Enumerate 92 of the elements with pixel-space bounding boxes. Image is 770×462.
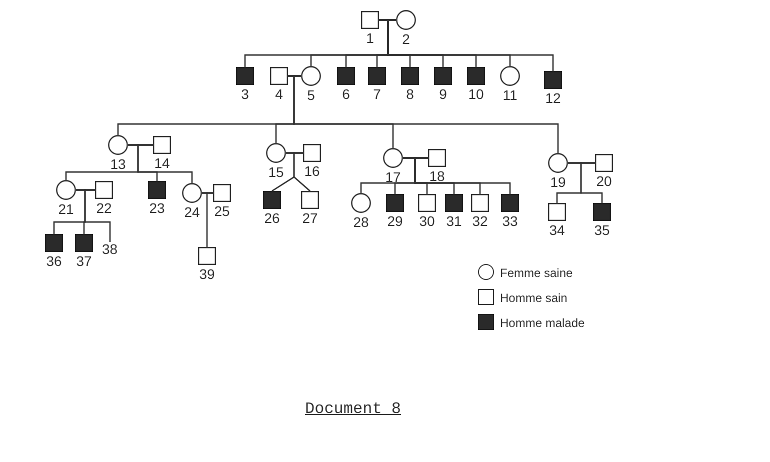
affected-male-symbol <box>501 194 519 212</box>
descent-line <box>293 152 310 192</box>
male-symbol <box>301 191 319 209</box>
person-number: 1 <box>366 31 374 46</box>
person-number: 24 <box>184 205 200 220</box>
person-number: 20 <box>596 174 612 189</box>
person-number: 26 <box>264 211 280 226</box>
person-number: 21 <box>58 202 74 217</box>
affected-male-symbol <box>236 67 254 85</box>
marriage-line <box>202 192 213 194</box>
marriage-line <box>288 75 301 77</box>
affected-male-symbol <box>368 67 386 85</box>
affected-male-symbol <box>75 234 93 252</box>
person-number: 3 <box>241 87 249 102</box>
marriage-line <box>568 162 595 164</box>
affected-male-symbol <box>45 234 63 252</box>
male-symbol <box>153 136 171 154</box>
caption: Document 8 <box>305 400 402 418</box>
affected-male-symbol <box>263 191 281 209</box>
person-number: 18 <box>429 169 445 184</box>
male-symbol <box>303 144 321 162</box>
affected-male-symbol <box>467 67 485 85</box>
person-number: 34 <box>549 223 565 238</box>
male-symbol <box>428 149 446 167</box>
female-symbol <box>351 193 371 213</box>
male-symbol <box>595 154 613 172</box>
male-symbol <box>361 11 379 29</box>
person-number: 9 <box>439 87 447 102</box>
marriage-line <box>379 19 396 21</box>
person-number: 13 <box>110 157 126 172</box>
person-number: 12 <box>545 91 561 106</box>
affected-male-symbol <box>337 67 355 85</box>
person-number: 16 <box>304 164 320 179</box>
person-number: 39 <box>199 267 215 282</box>
person-number: 30 <box>419 214 435 229</box>
female-symbol <box>182 183 202 203</box>
affected-male-symbol <box>148 181 166 199</box>
person-number: 35 <box>594 223 610 238</box>
person-number: 32 <box>472 214 488 229</box>
female-symbol <box>56 180 76 200</box>
male-symbol <box>270 67 288 85</box>
person-number: 19 <box>550 175 566 190</box>
person-number: 28 <box>353 215 369 230</box>
marriage-line <box>403 157 428 159</box>
person-number: 6 <box>342 87 350 102</box>
legend-label: Femme saine <box>500 266 573 280</box>
person-number: 5 <box>307 88 315 103</box>
affected-male-symbol <box>544 71 562 89</box>
person-number: 2 <box>402 32 410 47</box>
person-number: 7 <box>373 87 381 102</box>
person-number: 10 <box>468 87 484 102</box>
female-symbol <box>266 143 286 163</box>
male-symbol <box>198 247 216 265</box>
male-symbol <box>471 194 489 212</box>
descent-line <box>580 162 603 203</box>
person-number: 29 <box>387 214 403 229</box>
person-number: 37 <box>76 254 92 269</box>
person-number: 23 <box>149 201 165 216</box>
person-number: 27 <box>302 211 318 226</box>
marriage-line <box>286 152 303 154</box>
female-symbol <box>108 135 128 155</box>
affected-male-symbol <box>401 67 419 85</box>
female-symbol <box>500 66 520 86</box>
person-number: 36 <box>46 254 62 269</box>
marriage-line <box>128 144 153 146</box>
affected-male-symbol <box>386 194 404 212</box>
female-symbol <box>548 153 568 173</box>
legend-label: Homme sain <box>500 291 568 305</box>
person-number: 31 <box>446 214 462 229</box>
male-symbol <box>213 184 231 202</box>
person-number: 14 <box>154 156 170 171</box>
male-symbol <box>548 203 566 221</box>
female-symbol <box>301 66 321 86</box>
female-symbol <box>383 148 403 168</box>
male-symbol <box>95 181 113 199</box>
affected-male-symbol <box>593 203 611 221</box>
legend-label: Homme malade <box>500 316 585 330</box>
affected-male-symbol <box>434 67 452 85</box>
person-number: 33 <box>502 214 518 229</box>
marriage-line <box>76 189 95 191</box>
male-symbol <box>418 194 436 212</box>
descent-line <box>84 189 111 242</box>
person-number: 17 <box>385 170 401 185</box>
person-number: 15 <box>268 165 284 180</box>
person-number: 11 <box>502 88 518 103</box>
affected-male-symbol <box>445 194 463 212</box>
person-number: 38 <box>102 242 118 257</box>
female-symbol <box>396 10 416 30</box>
person-number: 4 <box>275 87 283 102</box>
person-number: 22 <box>96 201 112 216</box>
person-number: 8 <box>406 87 414 102</box>
person-number: 25 <box>214 204 230 219</box>
